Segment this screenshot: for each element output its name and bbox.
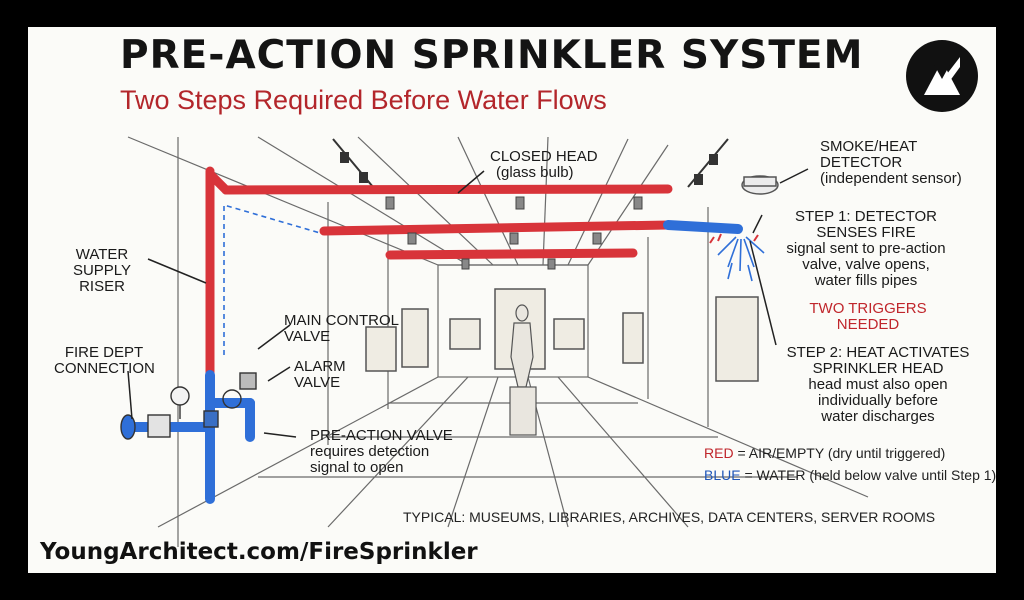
typical-uses: TYPICAL: MUSEUMS, LIBRARIES, ARCHIVES, D… [403,509,936,525]
callout-step1: STEP 1: DETECTOR SENSES FIRE signal sent… [786,208,946,289]
page-title: PRE-ACTION SPRINKLER SYSTEM [120,33,864,78]
callout-main-valve: MAIN CONTROL VALVE [284,312,400,345]
legend-blue-text: = WATER (held below valve until Step 1) [740,467,996,483]
footer-url[interactable]: YoungArchitect.com/FireSprinkler [40,539,478,565]
fire-marks [709,233,759,244]
legend-red: RED = AIR/EMPTY (dry until triggered) [704,445,945,461]
page-subtitle: Two Steps Required Before Water Flows [120,85,607,115]
callout-riser: WATER SUPPLY RISER [72,246,132,295]
callout-alarm-valve: ALARM VALVE [294,358,346,391]
callout-detector: SMOKE/HEAT DETECTOR (independent sensor) [820,138,962,187]
callout-step2: STEP 2: HEAT ACTIVATES SPRINKLER HEAD he… [786,344,970,425]
leader-arrows [127,168,809,438]
callout-fdc: FIRE DEPT CONNECTION [54,344,155,377]
valve-assembly [120,372,257,440]
gallery-illustration [120,40,978,547]
gallery-frames [365,288,759,382]
statue [509,304,537,436]
legend-red-key: RED [704,445,734,461]
legend-blue: BLUE = WATER (held below valve until Ste… [704,467,996,483]
callout-preaction-valve: PRE-ACTION VALVE requires detection sign… [310,427,453,476]
water-spray [717,236,765,282]
legend-red-text: = AIR/EMPTY (dry until triggered) [733,445,946,461]
sprinkler-heads [385,196,643,270]
callout-closed-head: CLOSED HEAD (glass bulb) [490,148,598,181]
logo-glyph [906,40,978,112]
legend-blue-key: BLUE [704,467,741,483]
smoke-detector [741,175,779,195]
diagram-card: PRE-ACTION SPRINKLER SYSTEM Two Steps Re… [28,27,996,573]
track-lights [332,138,729,188]
air-piping [205,166,673,380]
riser-dashed-flow [223,203,321,355]
callout-two-triggers: TWO TRIGGERS NEEDED [809,300,927,333]
